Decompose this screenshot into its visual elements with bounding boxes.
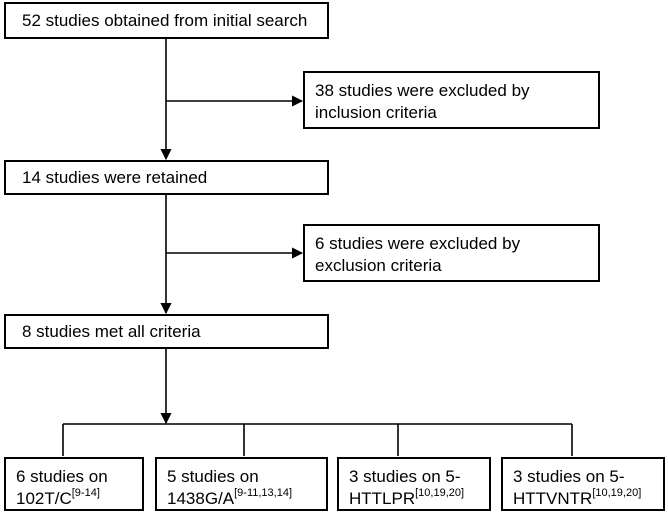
box-excluded-exclusion: 6 studies were excluded by exclusion cri…: [303, 224, 600, 282]
met-all-text: 8 studies met all criteria: [22, 321, 201, 341]
outcome-2-line2: 1438G/A[9-11,13,14]: [167, 488, 316, 510]
outcome-1-line2: 102T/C[9-14]: [16, 488, 132, 510]
excluded-inclusion-line2: inclusion criteria: [315, 103, 437, 122]
excluded-inclusion-line1: 38 studies were excluded by: [315, 81, 530, 100]
outcome-1-label: 102T/C: [16, 489, 72, 508]
initial-search-text: 52 studies obtained from initial search: [22, 10, 308, 30]
box-excluded-inclusion: 38 studies were excluded by inclusion cr…: [303, 71, 600, 129]
outcome-3-line1: 3 studies on 5-: [349, 467, 461, 486]
retained-text: 14 studies were retained: [22, 167, 208, 187]
excluded-exclusion-line2: exclusion criteria: [315, 256, 442, 275]
excluded-exclusion-line1: 6 studies were excluded by: [315, 234, 521, 253]
box-initial-search: 52 studies obtained from initial search: [4, 2, 329, 39]
outcome-2-label: 1438G/A: [167, 489, 235, 508]
outcome-4-line2: HTTVNTR[10,19,20]: [513, 488, 653, 510]
outcome-4-line1: 3 studies on 5-: [513, 467, 625, 486]
outcome-3-label: HTTLPR: [349, 489, 416, 508]
outcome-1-ref: [9-14]: [71, 487, 100, 500]
outcome-3-line2: HTTLPR[10,19,20]: [349, 488, 479, 510]
outcome-3-ref: [10,19,20]: [415, 487, 465, 500]
box-outcome-httvntr: 3 studies on 5- HTTVNTR[10,19,20]: [501, 457, 665, 511]
box-retained: 14 studies were retained: [4, 160, 329, 195]
outcome-2-line1: 5 studies on: [167, 467, 259, 486]
outcome-4-ref: [10,19,20]: [592, 487, 642, 500]
outcome-1-line1: 6 studies on: [16, 467, 108, 486]
outcome-2-ref: [9-11,13,14]: [234, 487, 293, 500]
box-met-all: 8 studies met all criteria: [4, 314, 329, 349]
box-outcome-1438ga: 5 studies on 1438G/A[9-11,13,14]: [155, 457, 328, 511]
outcome-4-label: HTTVNTR: [513, 489, 593, 508]
box-outcome-102tc: 6 studies on 102T/C[9-14]: [4, 457, 144, 511]
box-outcome-httlpr: 3 studies on 5- HTTLPR[10,19,20]: [337, 457, 491, 511]
